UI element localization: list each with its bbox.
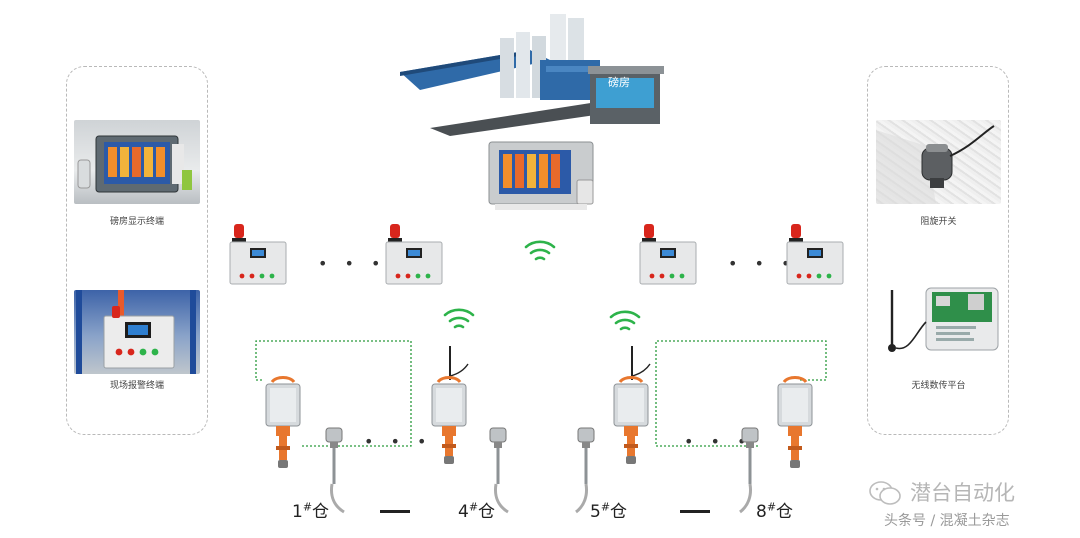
bin-8-mark: # <box>766 500 777 514</box>
bin-5-number: 5 <box>590 502 601 522</box>
rotary-switch-caption: 阻旋开关 <box>920 217 957 227</box>
bin-label-8: 8#仓 <box>756 497 793 522</box>
bin-range-dash-left <box>380 510 410 513</box>
bin-8-number: 8 <box>756 502 767 522</box>
wifi-icon-left <box>443 308 475 329</box>
right-device-panel <box>867 66 1009 435</box>
wifi-icon-central <box>524 240 556 261</box>
alarm-row-ellipsis-left: • • • <box>318 254 387 273</box>
onsite-alarm-image <box>76 290 196 374</box>
wireless-platform-image <box>888 287 999 352</box>
bin-row-ellipsis-left: • • • <box>364 432 433 451</box>
weighbridge-sign: 磅房 <box>608 75 630 89</box>
wechat-icon <box>869 481 901 505</box>
bin-5-level-sensor <box>575 427 595 514</box>
bin-5-controller <box>613 346 651 464</box>
bin-range-dash-right <box>680 510 710 513</box>
rotary-switch-photo <box>876 120 1001 204</box>
bin-4-number: 4 <box>458 502 469 522</box>
weighbridge-display-caption: 磅房显示终端 <box>109 217 164 227</box>
bin-4-mark: # <box>468 500 479 514</box>
alarm-box-3 <box>639 224 697 285</box>
bin-1-mark: # <box>302 500 313 514</box>
onsite-alarm-caption: 现场报警终端 <box>109 381 164 391</box>
bin-8-unit: 仓 <box>776 502 794 522</box>
watermark-source: 头条号 / 混凝土杂志 <box>884 513 1010 529</box>
bin-label-5: 5#仓 <box>590 497 627 522</box>
alarm-box-4 <box>786 224 844 285</box>
rotary-switch-image <box>876 125 995 204</box>
bin-1-number: 1 <box>292 502 303 522</box>
wireless-platform-photo <box>876 282 1001 374</box>
alarm-row-ellipsis-right: • • • <box>728 254 797 273</box>
bin-row-ellipsis-right: • • • <box>684 432 753 451</box>
wireless-platform-caption: 无线数传平台 <box>911 381 966 391</box>
bin-label-1: 1#仓 <box>292 497 329 522</box>
central-control-panel <box>487 140 599 212</box>
watermark-brand: 潜台自动化 <box>910 481 1015 505</box>
bin-4-controller <box>431 346 469 464</box>
concrete-plant-illustration: 磅房 <box>390 10 680 140</box>
bin-5-unit: 仓 <box>610 502 628 522</box>
bin-8-controller <box>777 376 813 468</box>
left-terminal-panel <box>66 66 208 435</box>
weighbridge-display-image <box>77 135 192 193</box>
bin-1-level-sensor <box>325 427 345 514</box>
bin-4-unit: 仓 <box>478 502 496 522</box>
bin-1-controller <box>265 376 301 468</box>
central-control-image <box>488 141 594 210</box>
alarm-box-2 <box>385 224 443 285</box>
weighbridge-display-photo <box>74 120 200 204</box>
concrete-plant-image: 磅房 <box>400 14 664 136</box>
onsite-alarm-photo <box>74 290 200 374</box>
wifi-icon-right <box>609 310 641 331</box>
bin-4-level-sensor <box>489 427 509 514</box>
bin-1-unit: 仓 <box>312 502 330 522</box>
alarm-box-1 <box>229 224 287 285</box>
bin-label-4: 4#仓 <box>458 497 495 522</box>
bin-5-mark: # <box>600 500 611 514</box>
bin-8-level-sensor <box>739 427 759 514</box>
